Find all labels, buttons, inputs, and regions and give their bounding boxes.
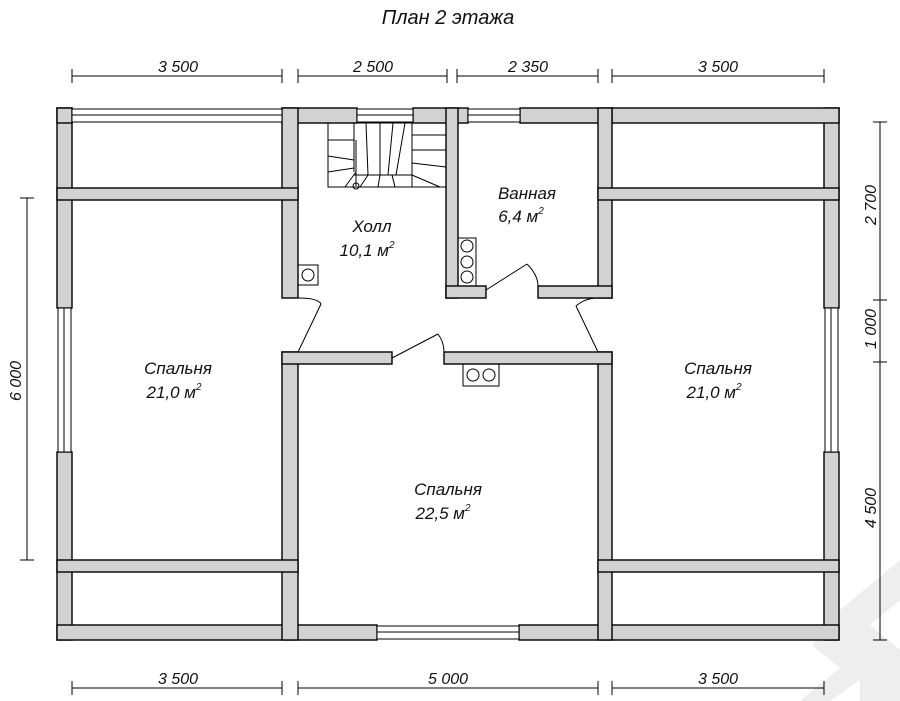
dim-right-1: 2 700 [863,185,880,226]
room-bed-right-sup: 2 [735,382,742,393]
doors [297,263,599,359]
house-logo-icon [800,560,900,701]
vent-icon [462,363,500,387]
dim-bottom-2: 5 000 [428,671,468,688]
room-bath-area: 6,4 м [498,207,538,226]
dimensions-right: 2 700 1 000 4 500 [863,121,887,641]
room-bath: Ванная 6,4 м2 [498,184,556,226]
dim-bottom-1: 3 500 [158,671,198,688]
room-bed-center-sup: 2 [464,503,471,514]
svg-text:6,4 м2: 6,4 м2 [498,206,544,226]
dim-top-1: 3 500 [158,59,198,76]
room-bath-name: Ванная [498,184,556,203]
room-bed-right-area: 21,0 м [685,383,736,402]
dimensions-bottom: 3 500 5 000 3 500 [71,671,825,695]
svg-text:10,1 м2: 10,1 м2 [339,240,394,260]
svg-text:21,0 м2: 21,0 м2 [685,382,741,402]
fixtures [297,237,500,387]
room-bed-center: Спальня 22,5 м2 [414,480,482,523]
windows [57,108,839,640]
plan-title: План 2 этажа [382,7,514,29]
svg-text:21,0 м2: 21,0 м2 [145,382,201,402]
dim-right-2: 1 000 [863,309,880,349]
chimney-icon [297,264,319,286]
dim-top-4: 3 500 [698,59,738,76]
dim-bottom-3: 3 500 [698,671,738,688]
dim-top-3: 2 350 [507,59,548,76]
dim-left: 6 000 [8,361,25,401]
bathroom-fixtures-icon [457,237,477,287]
dimension-left: 6 000 [8,197,34,561]
dim-right-3: 4 500 [863,488,880,528]
room-bed-right: Спальня 21,0 м2 [684,359,752,402]
room-hall-area: 10,1 м [339,241,389,260]
walls [56,107,840,641]
room-bed-left-area: 21,0 м [145,383,196,402]
dim-top-2: 2 500 [352,59,393,76]
room-bed-left-sup: 2 [195,382,202,393]
dimensions-top: 3 500 2 500 2 350 3 500 [71,59,825,83]
room-bed-left: Спальня 21,0 м2 [144,359,212,402]
room-bed-center-area: 22,5 м [414,504,465,523]
room-hall-name: Холл [351,217,392,236]
room-bed-center-name: Спальня [414,480,482,499]
room-bed-left-name: Спальня [144,359,212,378]
room-bath-sup: 2 [537,206,544,217]
staircase [327,122,447,190]
room-bed-right-name: Спальня [684,359,752,378]
room-hall: Холл 10,1 м2 [339,217,394,260]
svg-text:22,5 м2: 22,5 м2 [414,503,470,523]
room-hall-sup: 2 [388,240,395,251]
